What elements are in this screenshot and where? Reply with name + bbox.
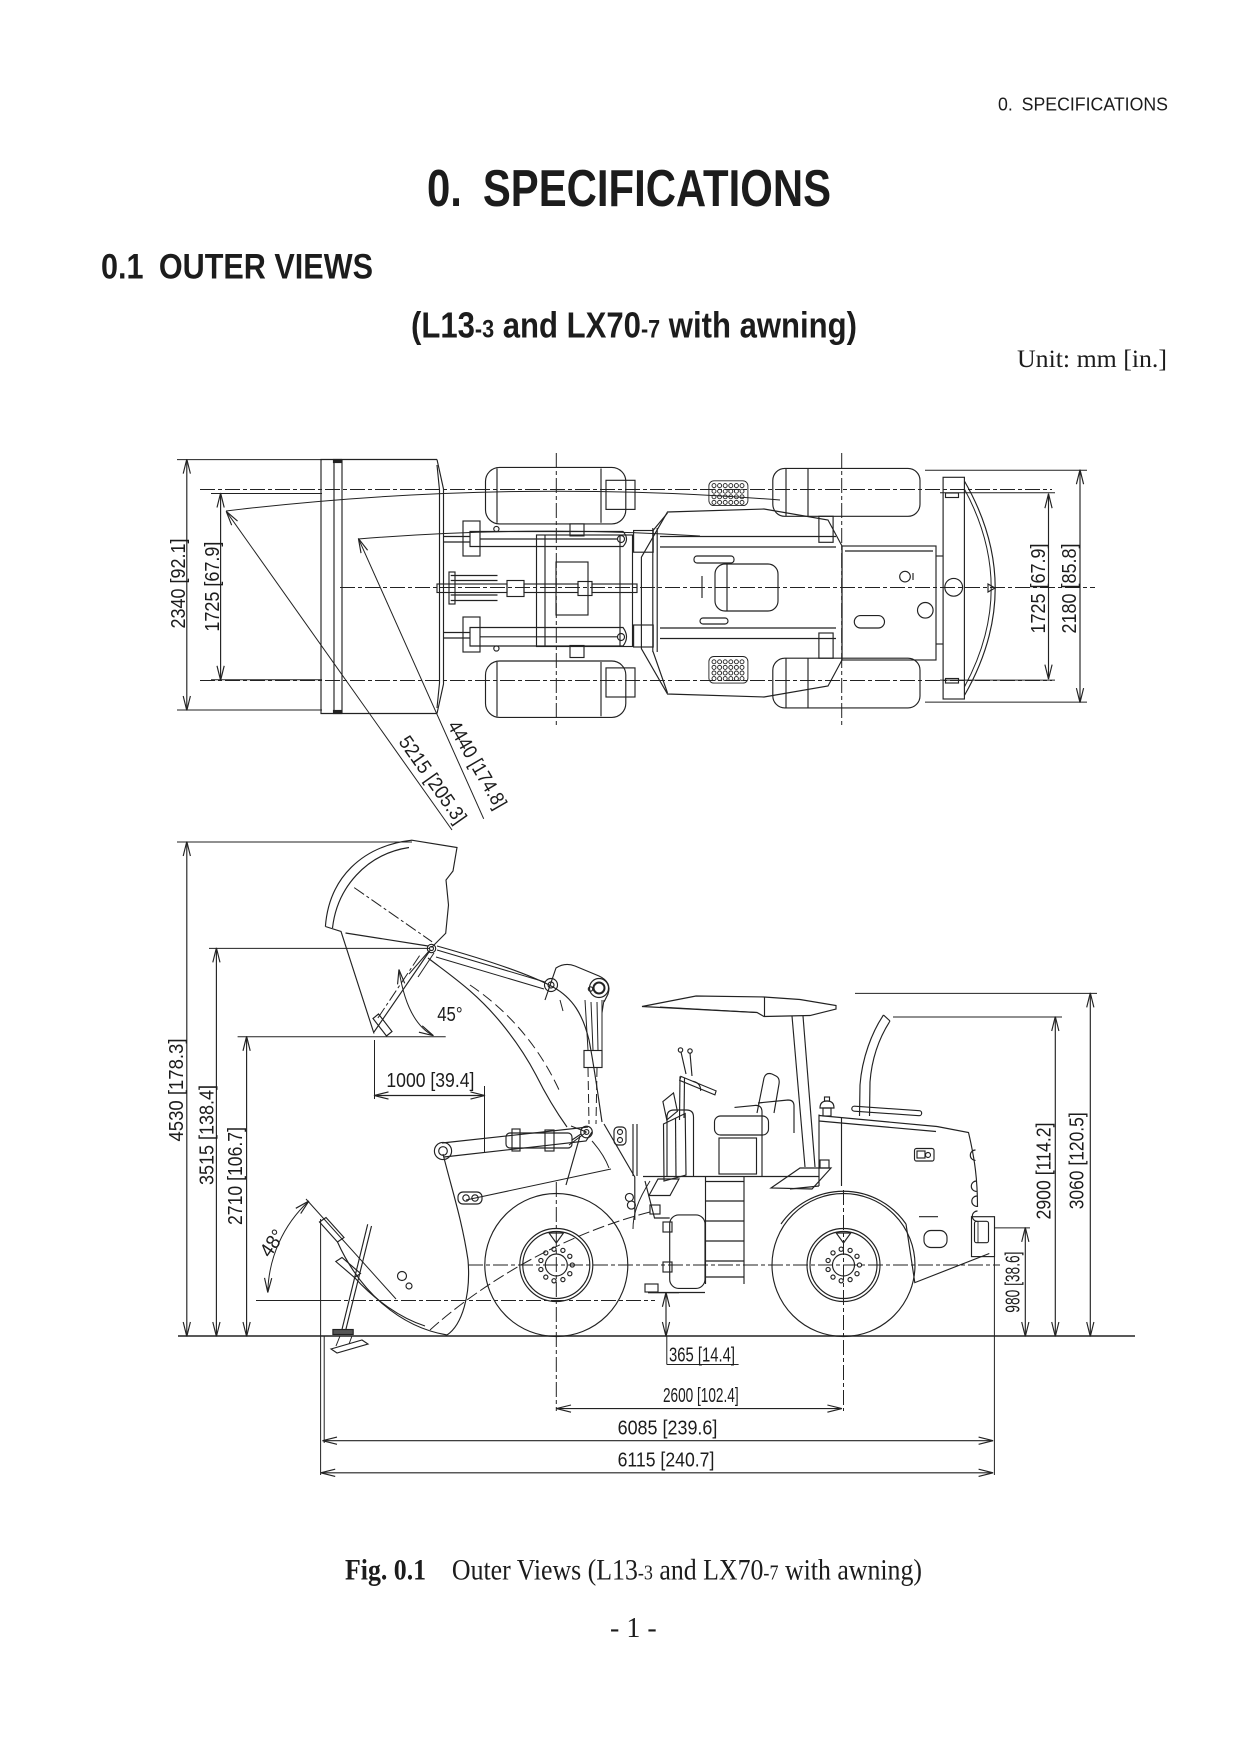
svg-text:0. SPECIFICATIONS: 0. SPECIFICATIONS [427, 160, 831, 218]
svg-text:365 [14.4]: 365 [14.4] [669, 1345, 735, 1367]
svg-text:1725 [67.9]: 1725 [67.9] [1028, 544, 1050, 634]
svg-text:3060 [120.5]: 3060 [120.5] [1067, 1112, 1089, 1209]
svg-text:(L13-3 and LX70-7 with awning): (L13-3 and LX70-7 with awning) [411, 305, 857, 346]
svg-text:2900 [114.2]: 2900 [114.2] [1033, 1123, 1055, 1220]
svg-text:980 [38.6]: 980 [38.6] [1002, 1252, 1024, 1313]
svg-text:6085 [239.6]: 6085 [239.6] [618, 1418, 718, 1440]
svg-text:Fig. 0.1 Outer Views (L13-3 a: Fig. 0.1 Outer Views (L13-3 and LX70-7 w… [345, 1554, 922, 1587]
svg-text:2340 [92.1]: 2340 [92.1] [168, 539, 190, 629]
svg-text:0. SPECIFICATIONS: 0. SPECIFICATIONS [998, 95, 1168, 115]
svg-text:2600 [102.4]: 2600 [102.4] [663, 1385, 739, 1407]
svg-text:2710 [106.7]: 2710 [106.7] [225, 1127, 247, 1225]
svg-text:0.1 OUTER VIEWS: 0.1 OUTER VIEWS [101, 248, 373, 287]
svg-text:45°: 45° [437, 1004, 462, 1026]
svg-text:2180 [85.8]: 2180 [85.8] [1059, 544, 1081, 634]
svg-text:- 1 -: - 1 - [610, 1613, 657, 1644]
svg-text:Unit: mm [in.]: Unit: mm [in.] [1017, 346, 1167, 373]
svg-text:6115 [240.7]: 6115 [240.7] [618, 1450, 715, 1472]
svg-text:4530 [178.3]: 4530 [178.3] [166, 1039, 188, 1142]
svg-text:3515 [138.4]: 3515 [138.4] [197, 1085, 219, 1185]
svg-text:1000 [39.4]: 1000 [39.4] [386, 1070, 474, 1092]
svg-text:1725 [67.9]: 1725 [67.9] [202, 542, 224, 632]
